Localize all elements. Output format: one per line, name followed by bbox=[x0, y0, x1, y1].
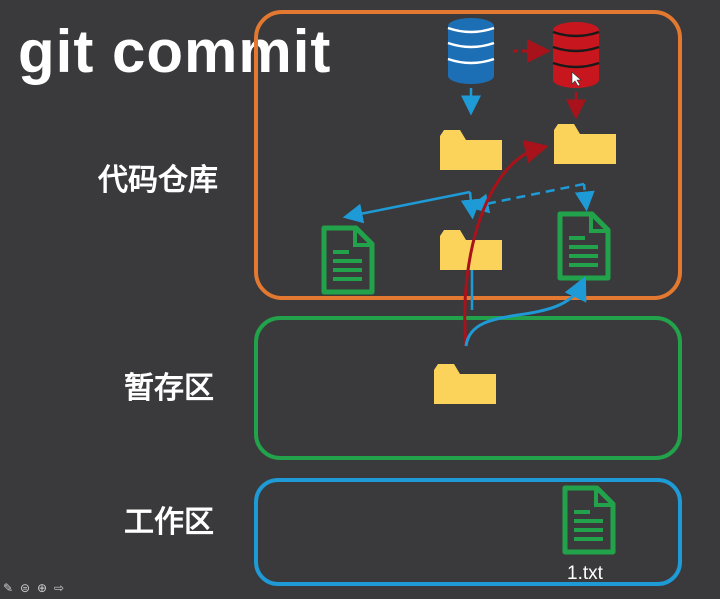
slide-toolbar: ✎ ⊜ ⊕ ⇨ bbox=[0, 580, 67, 598]
repository-box bbox=[254, 10, 682, 300]
file-label: 1.txt bbox=[567, 563, 603, 584]
folder-icon bbox=[554, 124, 616, 164]
database-blue-icon bbox=[446, 16, 496, 86]
menu-icon[interactable]: ⊜ bbox=[19, 581, 31, 595]
more-icon[interactable]: ⊕ bbox=[36, 581, 48, 595]
file-icon bbox=[560, 214, 608, 278]
slide-title: git commit bbox=[18, 18, 332, 85]
blue-arrow-to-folder bbox=[460, 191, 481, 220]
file-icon bbox=[324, 228, 372, 292]
pen-icon[interactable]: ✎ bbox=[2, 581, 14, 595]
blue-dashed-arrow bbox=[574, 183, 595, 212]
red-curved-arrow bbox=[463, 139, 549, 347]
working-label: 工作区 bbox=[124, 505, 214, 540]
folder-icon bbox=[440, 130, 502, 170]
repository-label: 代码仓库 bbox=[98, 163, 218, 198]
staging-label: 暂存区 bbox=[124, 371, 214, 406]
blue-curved-arrow bbox=[464, 275, 587, 347]
mouse-cursor-icon bbox=[571, 71, 582, 87]
working-box bbox=[254, 478, 682, 586]
blue-arrow-to-file bbox=[342, 190, 471, 224]
blue-dashed-arrow bbox=[468, 182, 585, 214]
folder-icon bbox=[434, 364, 496, 404]
next-arrow-icon[interactable]: ⇨ bbox=[53, 581, 65, 595]
file-icon bbox=[565, 488, 613, 552]
staging-box bbox=[254, 316, 682, 460]
